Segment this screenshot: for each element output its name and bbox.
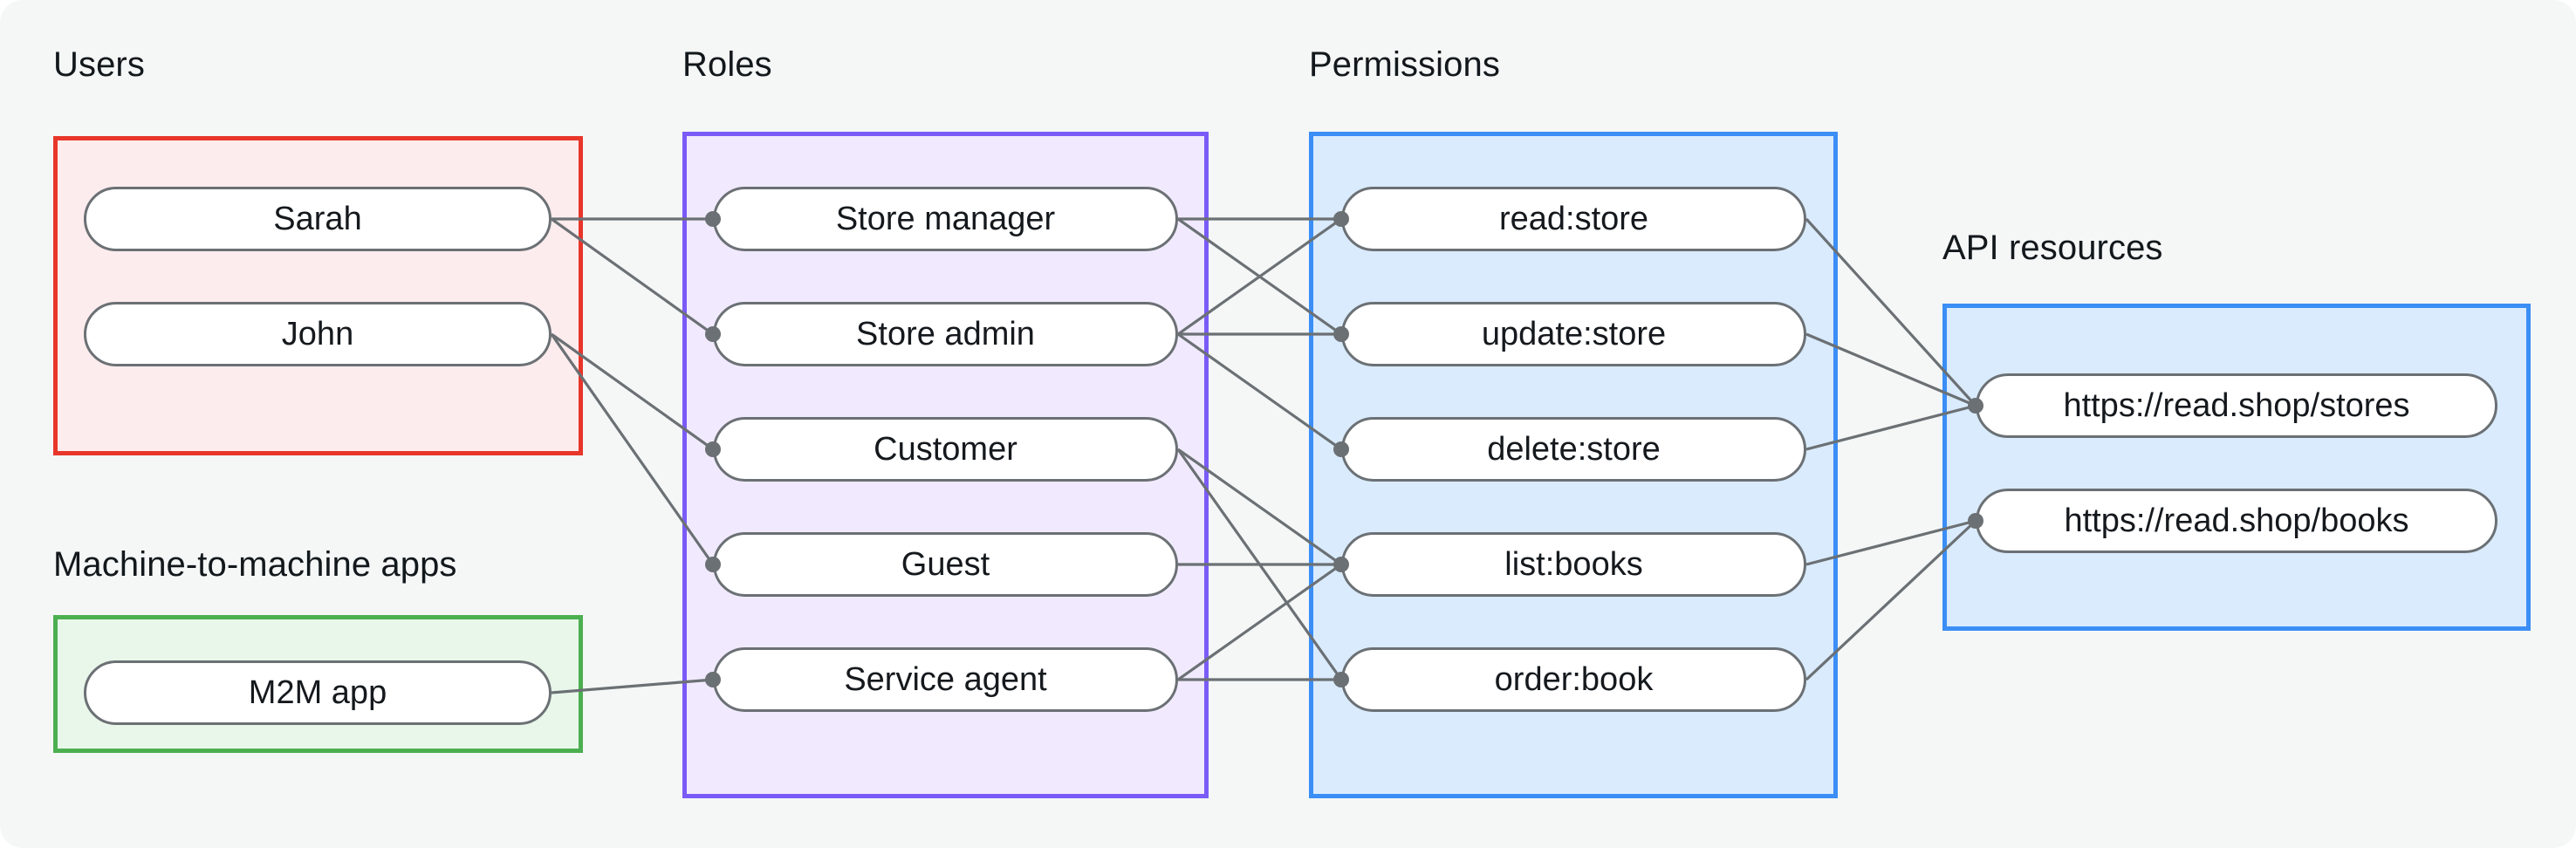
node-store_manager[interactable]: Store manager xyxy=(713,187,1178,251)
node-customer[interactable]: Customer xyxy=(713,417,1178,482)
node-sarah[interactable]: Sarah xyxy=(84,187,552,251)
group-label-roles: Roles xyxy=(682,45,772,84)
group-label-users: Users xyxy=(53,45,145,84)
group-box-users xyxy=(53,136,583,455)
node-read_store[interactable]: read:store xyxy=(1341,187,1806,251)
node-res_books[interactable]: https://read.shop/books xyxy=(1976,489,2497,553)
node-m2m_app[interactable]: M2M app xyxy=(84,660,552,725)
node-delete_store[interactable]: delete:store xyxy=(1341,417,1806,482)
group-label-permissions: Permissions xyxy=(1309,45,1500,84)
group-box-api xyxy=(1942,304,2531,631)
node-order_book[interactable]: order:book xyxy=(1341,647,1806,712)
node-update_store[interactable]: update:store xyxy=(1341,302,1806,366)
node-store_admin[interactable]: Store admin xyxy=(713,302,1178,366)
group-label-m2m: Machine-to-machine apps xyxy=(53,545,457,584)
node-service_agent[interactable]: Service agent xyxy=(713,647,1178,712)
node-guest[interactable]: Guest xyxy=(713,532,1178,597)
node-list_books[interactable]: list:books xyxy=(1341,532,1806,597)
node-john[interactable]: John xyxy=(84,302,552,366)
node-res_stores[interactable]: https://read.shop/stores xyxy=(1976,373,2497,438)
group-label-api: API resources xyxy=(1942,229,2163,267)
